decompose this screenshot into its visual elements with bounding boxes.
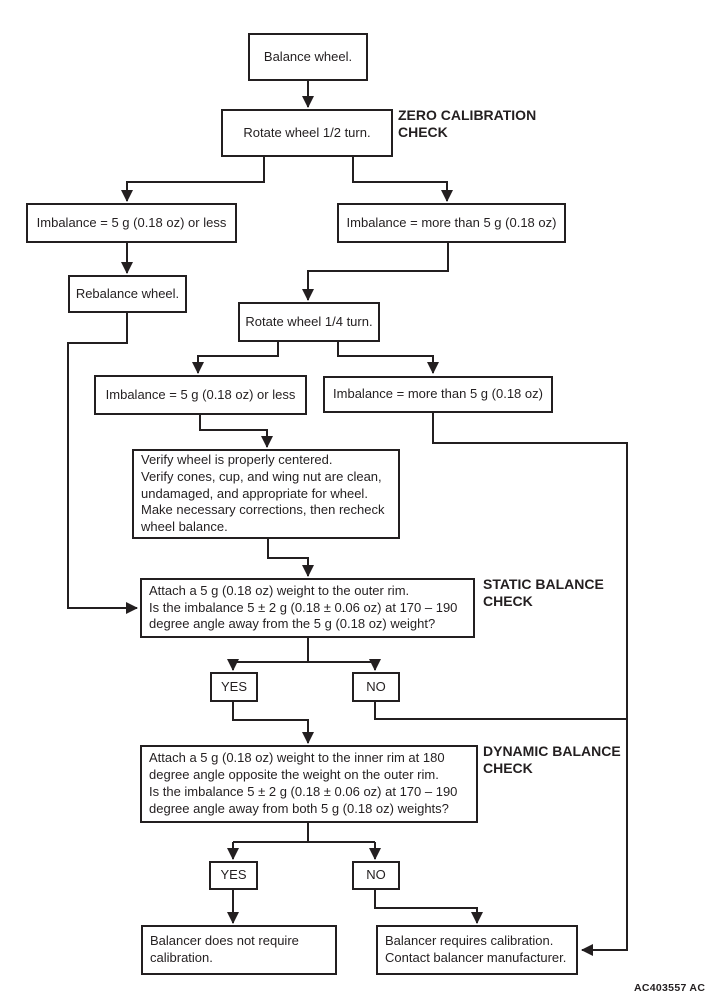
connector-rotatehalf-to-imb1more	[352, 157, 453, 202]
connector-imb1more-to-rotatequarter	[302, 243, 449, 301]
node-static-balance-question: Attach a 5 g (0.18 oz) weight to the out…	[140, 578, 475, 638]
node-balance-wheel: Balance wheel.	[248, 33, 368, 81]
connector-verify-to-static	[267, 539, 314, 577]
connector-no2-to-resultcal	[374, 890, 483, 924]
connector-rotatequarter-to-imb2more	[337, 342, 439, 374]
section-label-dynamic-balance-check: DYNAMIC BALANCE CHECK	[483, 743, 621, 776]
node-rotate-half-turn: Rotate wheel 1/2 turn.	[221, 109, 393, 157]
node-yes-static: YES	[210, 672, 258, 702]
node-result-no-calibration: Balancer does not require calibration.	[141, 925, 337, 975]
section-label-zero-calibration-check: ZERO CALIBRATION CHECK	[398, 107, 537, 140]
connector-rotatequarter-to-imb2less	[192, 342, 279, 374]
node-verify-wheel: Verify wheel is properly centered. Verif…	[132, 449, 400, 539]
section-label-static-balance-check: STATIC BALANCE CHECK	[483, 576, 604, 609]
connector-imb2less-to-verify	[199, 415, 273, 448]
node-rebalance-wheel: Rebalance wheel.	[68, 275, 187, 313]
node-imbalance1-less: Imbalance = 5 g (0.18 oz) or less	[26, 203, 237, 243]
figure-code: AC403557 AC	[634, 982, 706, 994]
connector-imb2more-no1-to-resultcal	[432, 413, 628, 956]
node-imbalance2-less: Imbalance = 5 g (0.18 oz) or less	[94, 375, 307, 415]
connector-rebalance-to-static	[67, 313, 138, 614]
node-no-static: NO	[352, 672, 400, 702]
connector-rotatehalf-to-imb1less	[121, 157, 265, 202]
node-result-requires-calibration: Balancer requires calibration. Contact b…	[376, 925, 578, 975]
node-rotate-quarter-turn: Rotate wheel 1/4 turn.	[238, 302, 380, 342]
node-no-dynamic: NO	[352, 861, 400, 890]
node-imbalance1-more: Imbalance = more than 5 g (0.18 oz)	[337, 203, 566, 243]
connector-yes1-to-dynamic	[232, 702, 314, 744]
node-imbalance2-more: Imbalance = more than 5 g (0.18 oz)	[323, 376, 553, 413]
node-yes-dynamic: YES	[209, 861, 258, 890]
connector-plain-segments	[233, 638, 627, 843]
node-dynamic-balance-question: Attach a 5 g (0.18 oz) weight to the inn…	[140, 745, 478, 823]
